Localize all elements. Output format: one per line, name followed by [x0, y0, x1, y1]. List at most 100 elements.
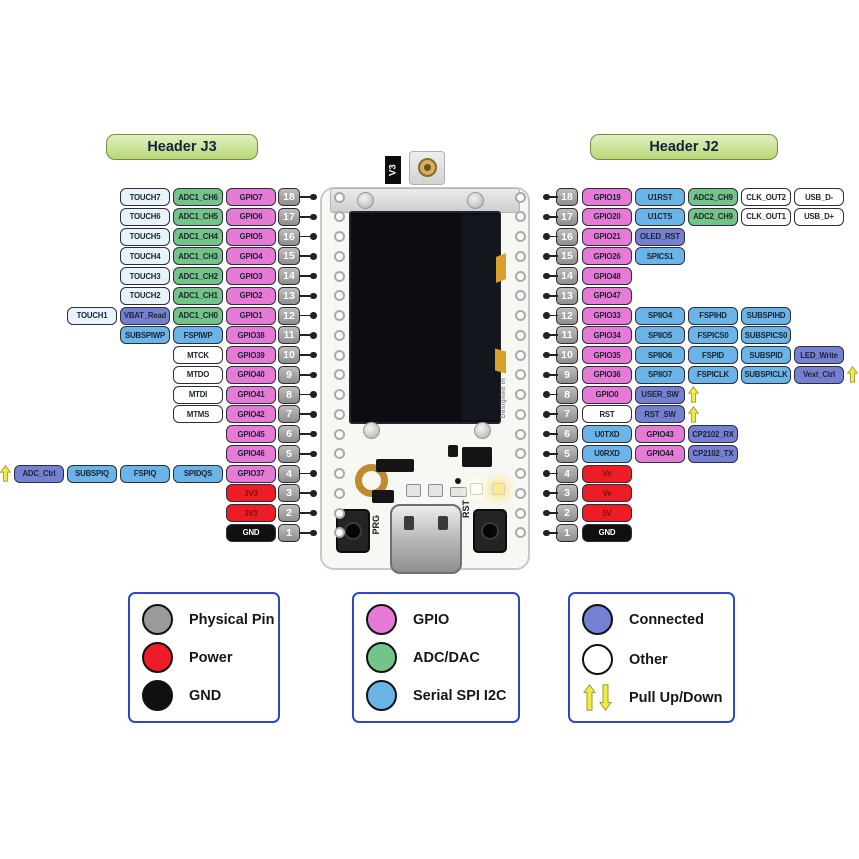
other-swatch-icon: [582, 644, 613, 675]
left-pin-row: 3V3: [226, 484, 276, 503]
component-resistor: [406, 484, 421, 497]
connector-line: [300, 334, 312, 337]
connector-line: [300, 393, 312, 396]
pin-hole: [515, 191, 526, 203]
pin-label: GPIO19: [582, 188, 632, 206]
connector-line: [300, 255, 312, 258]
pin-label: TOUCH7: [120, 188, 170, 206]
connector-dot: [310, 509, 317, 517]
pin-label: GPIO26: [582, 247, 632, 266]
pin-label: 3V3: [226, 484, 276, 503]
pin-label: GPIO35: [582, 346, 632, 364]
oled-flex-band: [462, 215, 500, 420]
pin-hole: [515, 389, 526, 400]
pin-label: GPIO46: [226, 444, 276, 463]
pin-hole: [334, 428, 345, 440]
pin-hole: [515, 270, 526, 282]
pin-label: SPICS1: [635, 247, 685, 266]
connector-line: [546, 373, 558, 376]
pin-number-badge: 12: [556, 306, 578, 325]
pin-hole: [334, 487, 345, 499]
pin-label: TOUCH1: [67, 306, 117, 325]
pin-label: GPIO47: [582, 286, 632, 305]
pin-number-badge: 15: [556, 247, 578, 266]
pin-hole: [334, 507, 345, 519]
gnd-swatch-icon: [142, 680, 173, 711]
component-black-chip: [372, 490, 394, 503]
screw-icon: [363, 422, 380, 439]
pin-label: GND: [582, 523, 632, 542]
pin-number-badge: 17: [278, 207, 300, 226]
pin-label: SUBSPICLK: [741, 365, 791, 384]
pin-hole: [515, 468, 526, 479]
component-black-chip: [448, 445, 458, 457]
pin-label: TOUCH5: [120, 227, 170, 246]
pin-label: GPIO2: [226, 286, 276, 305]
screw-icon: [357, 192, 374, 209]
pin-label: MTDI: [173, 385, 223, 404]
pin-label: ADC_Ctrl: [14, 464, 64, 483]
legend-label: GPIO: [413, 611, 450, 628]
pin-hole: [334, 468, 345, 479]
pin-hole: [334, 527, 345, 539]
pin-hole: [334, 389, 345, 400]
pin-number-badge: 10: [556, 346, 578, 364]
pin-hole: [334, 231, 345, 242]
legend-item: GPIO: [366, 604, 506, 635]
pin-label: GND: [226, 523, 276, 542]
connector-dot: [543, 292, 550, 300]
pin-hole: [515, 448, 526, 460]
connector-line: [546, 433, 558, 435]
legend-label: Other: [629, 651, 668, 668]
connector-line: [300, 196, 312, 198]
pin-number-badge: 6: [278, 425, 300, 443]
connector-dot: [310, 253, 317, 260]
rst-button-cap: [481, 522, 499, 540]
pin-label: GPIO39: [226, 346, 276, 364]
connector-dot: [543, 332, 550, 339]
legend-label: Physical Pin: [189, 611, 275, 628]
adc-swatch-icon: [366, 642, 397, 673]
pin-label: ADC2_CH9: [688, 188, 738, 206]
pin-number-badge: 12: [278, 306, 300, 325]
connector-line: [546, 314, 558, 317]
pin-label: SPIIO6: [635, 346, 685, 364]
usb-c-slot: [438, 516, 448, 530]
connector-dot: [310, 351, 317, 359]
pin-label: GPIO41: [226, 385, 276, 404]
ic-chip: [462, 447, 492, 467]
pin-label: SUBSPIHD: [741, 306, 791, 325]
pin-label: GPIO3: [226, 267, 276, 285]
pin-label: ADC1_CH1: [173, 286, 223, 305]
connector-line: [300, 512, 312, 514]
connector-dot: [310, 272, 317, 280]
pin-label: GPIO38: [226, 326, 276, 345]
pin-label: SPIIO5: [635, 326, 685, 345]
right-pin-row: GPIO47: [582, 286, 632, 305]
connector-line: [546, 255, 558, 258]
pin-number-badge: 14: [278, 267, 300, 285]
pin-number-badge: 8: [278, 385, 300, 404]
pin-hole: [515, 211, 526, 223]
connector-dot: [543, 509, 550, 517]
connector-dot: [543, 351, 550, 359]
pin-hole: [334, 211, 345, 223]
connector-dot: [543, 490, 550, 497]
pin-label: FSPIHD: [688, 306, 738, 325]
pin-label: SUBSPIWP: [120, 326, 170, 345]
gpio-swatch-icon: [366, 604, 397, 635]
pin-number-badge: 13: [556, 286, 578, 305]
pin-label: GPIO34: [582, 326, 632, 345]
component-resistor: [428, 484, 443, 497]
